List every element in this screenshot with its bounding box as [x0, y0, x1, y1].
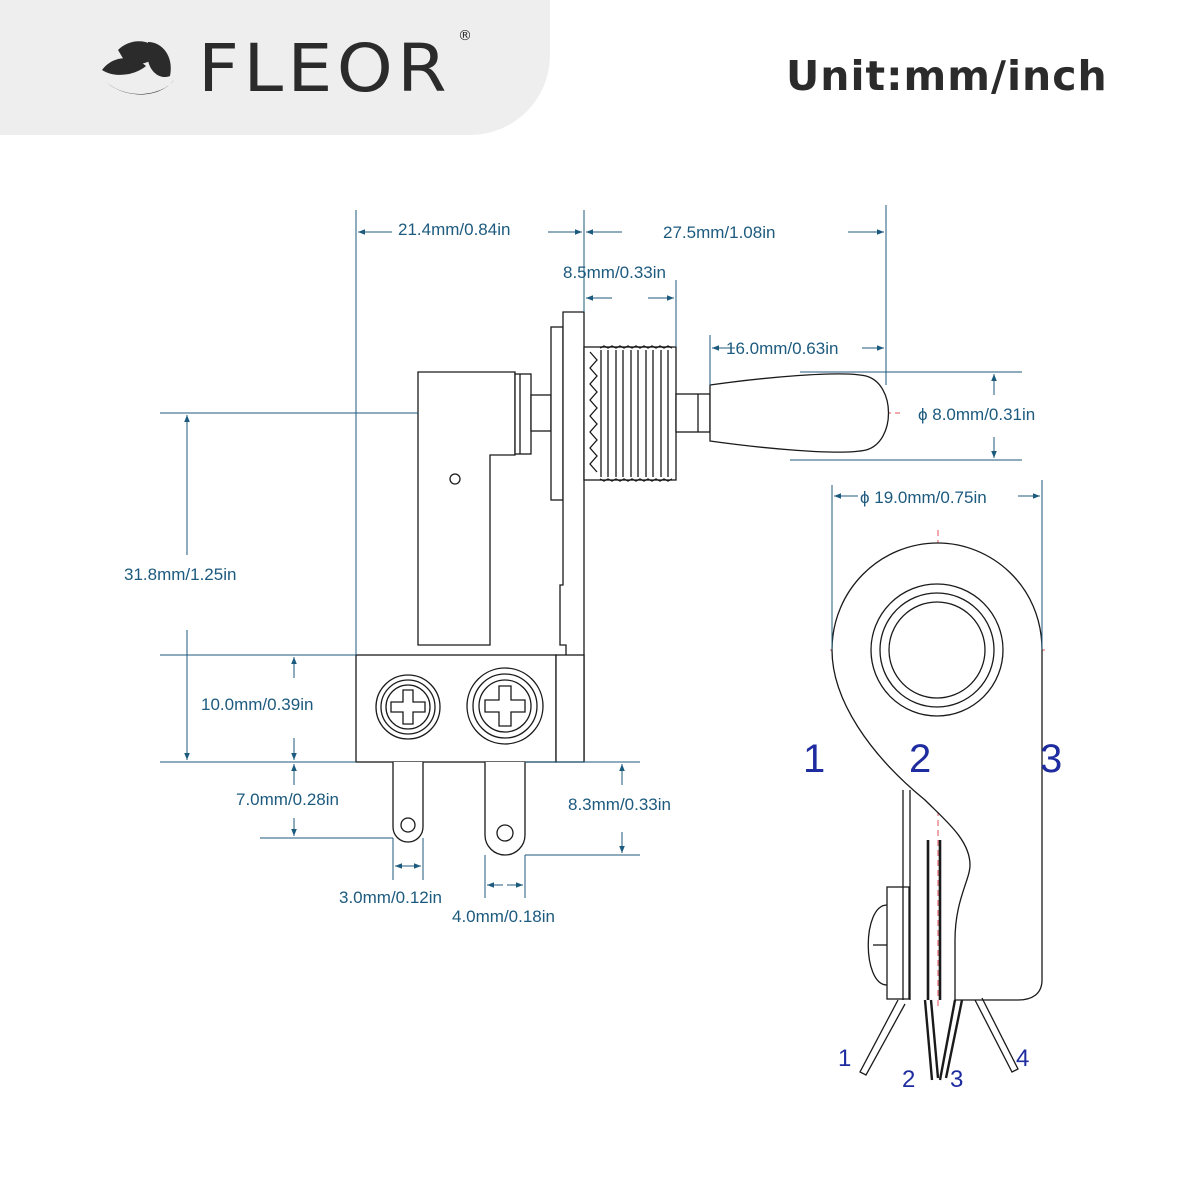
front-body — [831, 542, 1043, 1001]
dim-total-height: 31.8mm/1.25in — [124, 565, 236, 584]
lug-right — [484, 762, 526, 856]
lever-stem — [675, 393, 711, 433]
dim-lug1-length: 7.0mm/0.28in — [236, 790, 339, 809]
side-dimensions — [160, 205, 1022, 898]
side-view — [355, 311, 900, 856]
lug-left — [392, 762, 424, 843]
brand-logo — [102, 41, 174, 95]
dim-lug1-width: 3.0mm/0.12in — [339, 888, 442, 907]
dim-lug2-length: 8.3mm/0.33in — [568, 795, 671, 814]
dim-knob-diameter: ϕ 8.0mm/0.31in — [918, 405, 1035, 424]
registered-mark: ® — [458, 28, 472, 44]
front-bushing-outer — [870, 583, 1004, 717]
terminal-label-4: 4 — [1016, 1045, 1029, 1072]
dim-front-diameter: ϕ 19.0mm/0.75in — [860, 488, 987, 507]
terminal-label-3: 3 — [950, 1066, 963, 1093]
front-view — [830, 530, 1045, 1081]
position-label-3: 3 — [1040, 737, 1062, 781]
dim-body-width: 21.4mm/0.84in — [398, 220, 510, 239]
terminal-label-1: 1 — [838, 1045, 851, 1072]
terminal-4 — [974, 997, 1019, 1073]
terminal-2 — [923, 999, 940, 1081]
body-hole — [449, 473, 461, 485]
bushing-threads — [589, 345, 673, 482]
front-side-plate — [886, 886, 910, 1000]
header-panel — [0, 0, 550, 135]
screw-right — [466, 667, 544, 745]
leaf-icon — [102, 41, 174, 95]
position-label-1: 1 — [803, 737, 825, 781]
dim-lug2-width: 4.0mm/0.18in — [452, 907, 555, 926]
terminal-3 — [938, 999, 964, 1081]
terminal-label-2: 2 — [902, 1066, 915, 1093]
front-screw — [867, 904, 888, 986]
front-dimensions — [831, 480, 1043, 650]
brand-name: FLEOR — [198, 30, 451, 107]
knob — [709, 373, 889, 453]
position-label-2: 2 — [909, 737, 931, 781]
shaft — [530, 394, 552, 432]
unit-title: Unit:mm/inch — [786, 52, 1108, 100]
terminal-1 — [859, 999, 906, 1076]
collar — [514, 373, 532, 455]
washer — [550, 326, 564, 501]
dim-bracket-height: 10.0mm/0.39in — [201, 695, 313, 714]
screw-left — [375, 674, 441, 740]
switch-body — [417, 371, 516, 646]
threaded-bushing — [583, 346, 677, 481]
dim-lever-length: 27.5mm/1.08in — [663, 223, 775, 242]
dim-bushing-length: 8.5mm/0.33in — [563, 263, 666, 282]
dim-knob-length: 16.0mm/0.63in — [726, 339, 838, 358]
